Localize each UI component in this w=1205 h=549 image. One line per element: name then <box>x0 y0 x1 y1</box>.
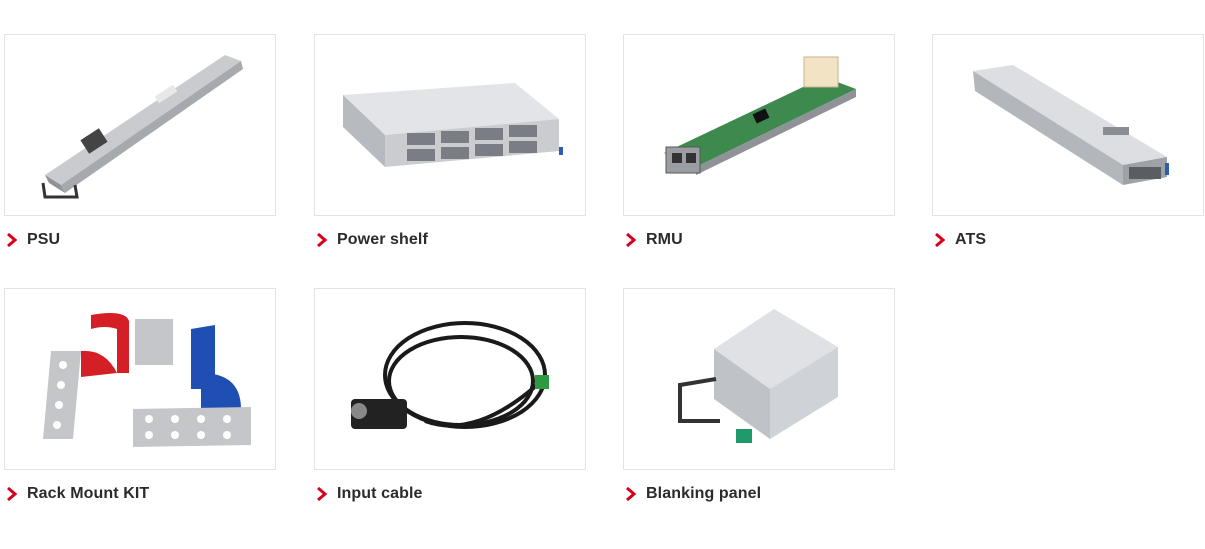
chevron-right-icon <box>317 486 328 502</box>
power-shelf-image <box>343 83 563 167</box>
product-image-rack-mount-kit[interactable] <box>4 288 276 470</box>
ats-image <box>973 65 1169 185</box>
product-card-ats[interactable]: ATS <box>932 34 1204 250</box>
rack-mount-kit-image <box>43 313 251 447</box>
product-image-ats[interactable] <box>932 34 1204 216</box>
rmu-image <box>664 56 856 175</box>
chevron-right-icon <box>626 232 637 248</box>
product-label-rack-mount-kit: Rack Mount KIT <box>27 485 150 502</box>
product-label-rmu: RMU <box>646 231 683 248</box>
product-card-blanking-panel[interactable]: Blanking panel <box>623 288 895 504</box>
product-card-input-cable[interactable]: Input cable <box>314 288 586 504</box>
product-image-rmu[interactable] <box>623 34 895 216</box>
chevron-right-icon <box>935 232 946 248</box>
chevron-right-icon <box>7 486 18 502</box>
product-label-power-shelf: Power shelf <box>337 231 428 248</box>
product-label-input-cable: Input cable <box>337 485 423 502</box>
product-image-input-cable[interactable] <box>314 288 586 470</box>
product-label-blanking-panel: Blanking panel <box>646 485 762 502</box>
psu-image <box>41 55 243 199</box>
chevron-right-icon <box>317 232 328 248</box>
chevron-right-icon <box>626 486 637 502</box>
product-card-power-shelf[interactable]: Power shelf <box>314 34 586 250</box>
product-image-psu[interactable] <box>4 34 276 216</box>
product-card-rmu[interactable]: RMU <box>623 34 895 250</box>
blanking-panel-image <box>678 309 838 443</box>
product-image-blanking-panel[interactable] <box>623 288 895 470</box>
product-card-psu[interactable]: PSU <box>4 34 276 250</box>
input-cable-image <box>351 321 549 429</box>
product-label-psu: PSU <box>27 231 61 248</box>
product-image-power-shelf[interactable] <box>314 34 586 216</box>
chevron-right-icon <box>7 232 18 248</box>
product-label-ats: ATS <box>955 231 987 248</box>
product-card-rack-mount-kit[interactable]: Rack Mount KIT <box>4 288 276 504</box>
